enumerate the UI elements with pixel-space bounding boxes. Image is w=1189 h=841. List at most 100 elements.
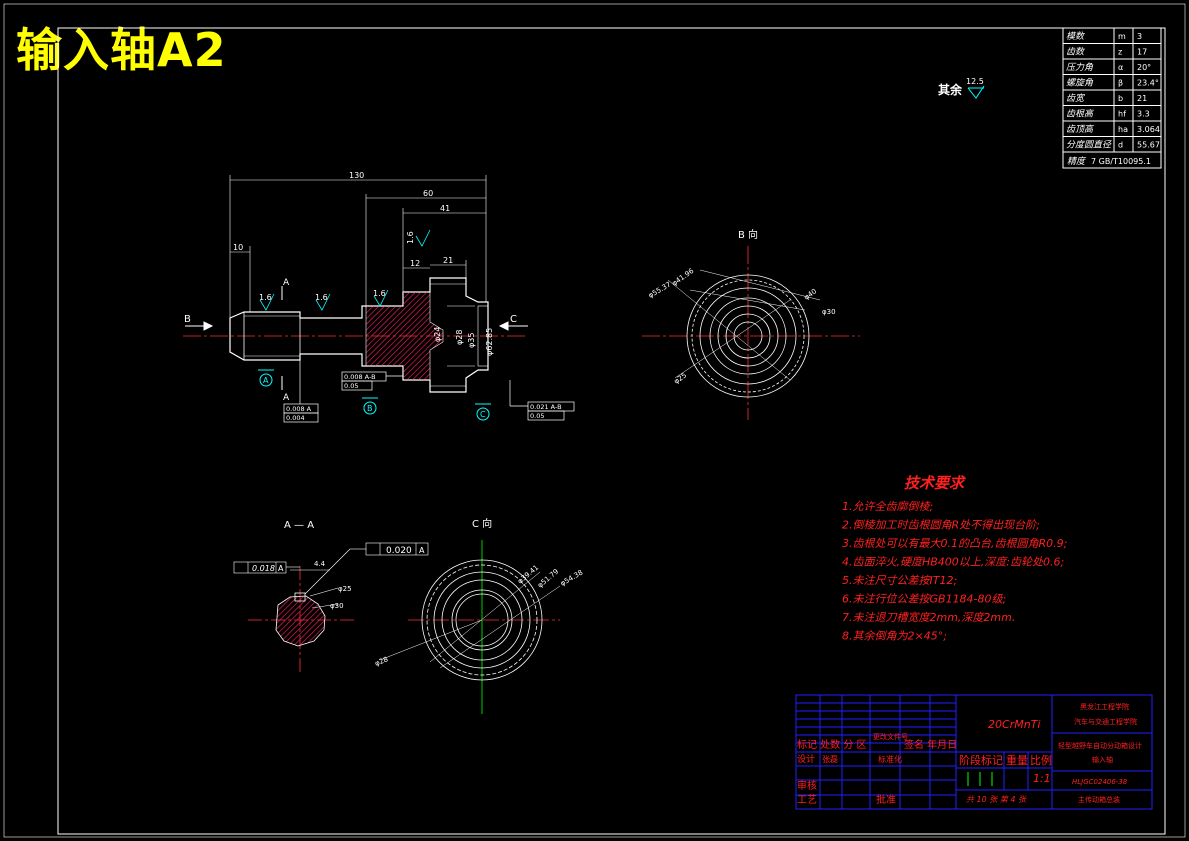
- tech-req-item: 7.未注退刀槽宽度2mm,深度2mm.: [842, 611, 1015, 624]
- title-block-text: 20CrMnTi 黑龙江工程学院 汽车与交通工程学院 轻型越野车自动分动箱设计 …: [797, 702, 1142, 806]
- tb-mark-row: 标记 处数 分 区: [797, 738, 867, 751]
- tb-craft: 工艺: [797, 794, 817, 806]
- aa-phi25: φ25: [338, 585, 352, 593]
- tb-code: HLJGC02406-38: [1072, 778, 1128, 786]
- title-block: [795, 694, 1153, 810]
- dim-12: 12: [410, 259, 420, 268]
- rough-2: 1.6: [315, 293, 328, 302]
- param-value: 21: [1137, 94, 1147, 103]
- param-value: 17: [1137, 48, 1147, 57]
- tech-req-item: 1.允许全齿廓倒棱;: [842, 500, 933, 513]
- param-symbol: α: [1118, 63, 1123, 72]
- param-value: 55.67: [1137, 141, 1160, 150]
- accuracy-label: 精度: [1067, 156, 1087, 167]
- param-symbol: β: [1118, 79, 1123, 88]
- tb-sign: 签名 年月日: [904, 738, 957, 751]
- tb-change: 更改文件号: [873, 732, 908, 741]
- tb-org2: 汽车与交通工程学院: [1074, 717, 1137, 726]
- param-value: 23.4°: [1137, 79, 1159, 88]
- tech-req-item: 2.倒棱加工时齿根圆角R处不得出现台阶;: [842, 519, 1040, 532]
- c-dim-3: φ54.38: [559, 568, 584, 587]
- aa-tol-1: 0.018: [252, 564, 275, 573]
- c-dim-4: φ28: [374, 655, 390, 667]
- tb-proj1: 轻型越野车自动分动箱设计: [1058, 741, 1142, 750]
- tb-proj2: 输入轴: [1092, 755, 1113, 764]
- aa-label: A — A: [284, 520, 314, 531]
- dim-41: 41: [440, 204, 450, 213]
- dim-phi6285: φ62.85: [485, 328, 494, 356]
- roughness-symbols: [259, 229, 431, 311]
- param-name: 分度圆直径: [1066, 140, 1112, 151]
- tb-approve: 批准: [876, 793, 896, 806]
- sheet-frame: [3, 3, 1186, 838]
- tb-weight: 重量: [1006, 753, 1028, 767]
- datum-c: C: [480, 410, 486, 419]
- tb-org1: 黑龙江工程学院: [1080, 702, 1129, 711]
- b-dim-4: φ30: [822, 308, 836, 316]
- param-value: 20°: [1137, 63, 1151, 72]
- b-dim-2: φ55.37: [647, 280, 672, 299]
- c-dim-2: φ51.79: [536, 568, 560, 590]
- accuracy-value: 7 GB/T10095.1: [1091, 157, 1151, 166]
- tb-review: 审核: [797, 779, 817, 792]
- param-name: 齿宽: [1066, 93, 1086, 104]
- tb-design: 设计: [797, 753, 815, 765]
- param-symbol: m: [1118, 32, 1126, 41]
- param-symbol: b: [1118, 94, 1123, 103]
- b-view: B 向 φ41.96 φ55.37 φ40 φ30 φ25: [642, 228, 860, 420]
- rough-3: 1.6: [373, 289, 386, 298]
- dim-phi35: φ35: [467, 333, 476, 348]
- tb-stage: 阶段标记: [959, 753, 1003, 767]
- param-symbol: ha: [1118, 125, 1128, 134]
- rest-value: 12.5: [966, 77, 984, 86]
- param-symbol: z: [1118, 48, 1122, 57]
- param-value: 3.064: [1137, 125, 1160, 134]
- datum-b: B: [367, 404, 373, 413]
- param-value: 3.3: [1137, 110, 1150, 119]
- tol-c1: 0.021 A-B: [530, 403, 562, 411]
- roughness-rest-note: 其余 12.5: [938, 77, 985, 99]
- b-dim-3: φ40: [803, 287, 819, 301]
- param-symbol: hf: [1118, 110, 1126, 119]
- tech-req-item: 3.齿根处可以有最大0.1的凸台,齿根圆角R0.9;: [842, 537, 1067, 550]
- dim-21: 21: [443, 256, 453, 265]
- aa-phi30: φ30: [330, 602, 344, 610]
- tech-req-item: 8.其余倒角为2×45°;: [842, 630, 947, 643]
- main-shaft-view: 130 60 41 10 12 21 φ24 φ28 φ35 φ62.85 1.…: [183, 171, 575, 423]
- dim-phi28: φ28: [455, 330, 464, 345]
- dim-overall: 130: [349, 171, 364, 180]
- b-view-label: B 向: [738, 228, 758, 241]
- rough-4: 1.6: [406, 231, 415, 244]
- section-mark-a-bot: A: [283, 393, 290, 403]
- c-view-label: C 向: [472, 517, 492, 530]
- tb-scale-label: 比例: [1030, 753, 1052, 767]
- tb-scale: 1:1: [1033, 772, 1051, 785]
- param-name: 压力角: [1066, 62, 1094, 73]
- aa-tol-2: 0.020: [386, 546, 412, 556]
- tb-sub: 主传动箱总装: [1078, 795, 1120, 804]
- tech-heading: 技术要求: [904, 474, 966, 492]
- section-mark-a-top: A: [283, 278, 290, 288]
- param-name: 齿顶高: [1066, 124, 1095, 135]
- param-name: 模数: [1066, 31, 1085, 42]
- aa-width: 4.4: [314, 560, 326, 568]
- dim-10: 10: [233, 243, 243, 252]
- b-dim-1: φ41.96: [671, 267, 696, 288]
- tol-c2: 0.05: [530, 412, 544, 420]
- datum-a: A: [263, 376, 269, 385]
- aa-tol-2-datum: A: [419, 546, 425, 555]
- dim-60: 60: [423, 189, 433, 198]
- dim-phi24: φ24: [433, 327, 442, 342]
- tol-b1: 0.008 A-B: [344, 373, 376, 381]
- aa-tol-1-datum: A: [278, 564, 284, 573]
- section-mark-c: C: [510, 314, 517, 325]
- tech-req-item: 4.齿面淬火,硬度HB400以上,深度:齿轮处0.6;: [842, 556, 1064, 569]
- param-symbol: d: [1118, 141, 1123, 150]
- tol-b2: 0.05: [344, 382, 358, 390]
- rough-1: 1.6: [259, 293, 272, 302]
- param-name: 螺旋角: [1066, 78, 1094, 89]
- b-dim-5: φ25: [673, 371, 689, 385]
- tol-a1: 0.008 A: [286, 405, 312, 413]
